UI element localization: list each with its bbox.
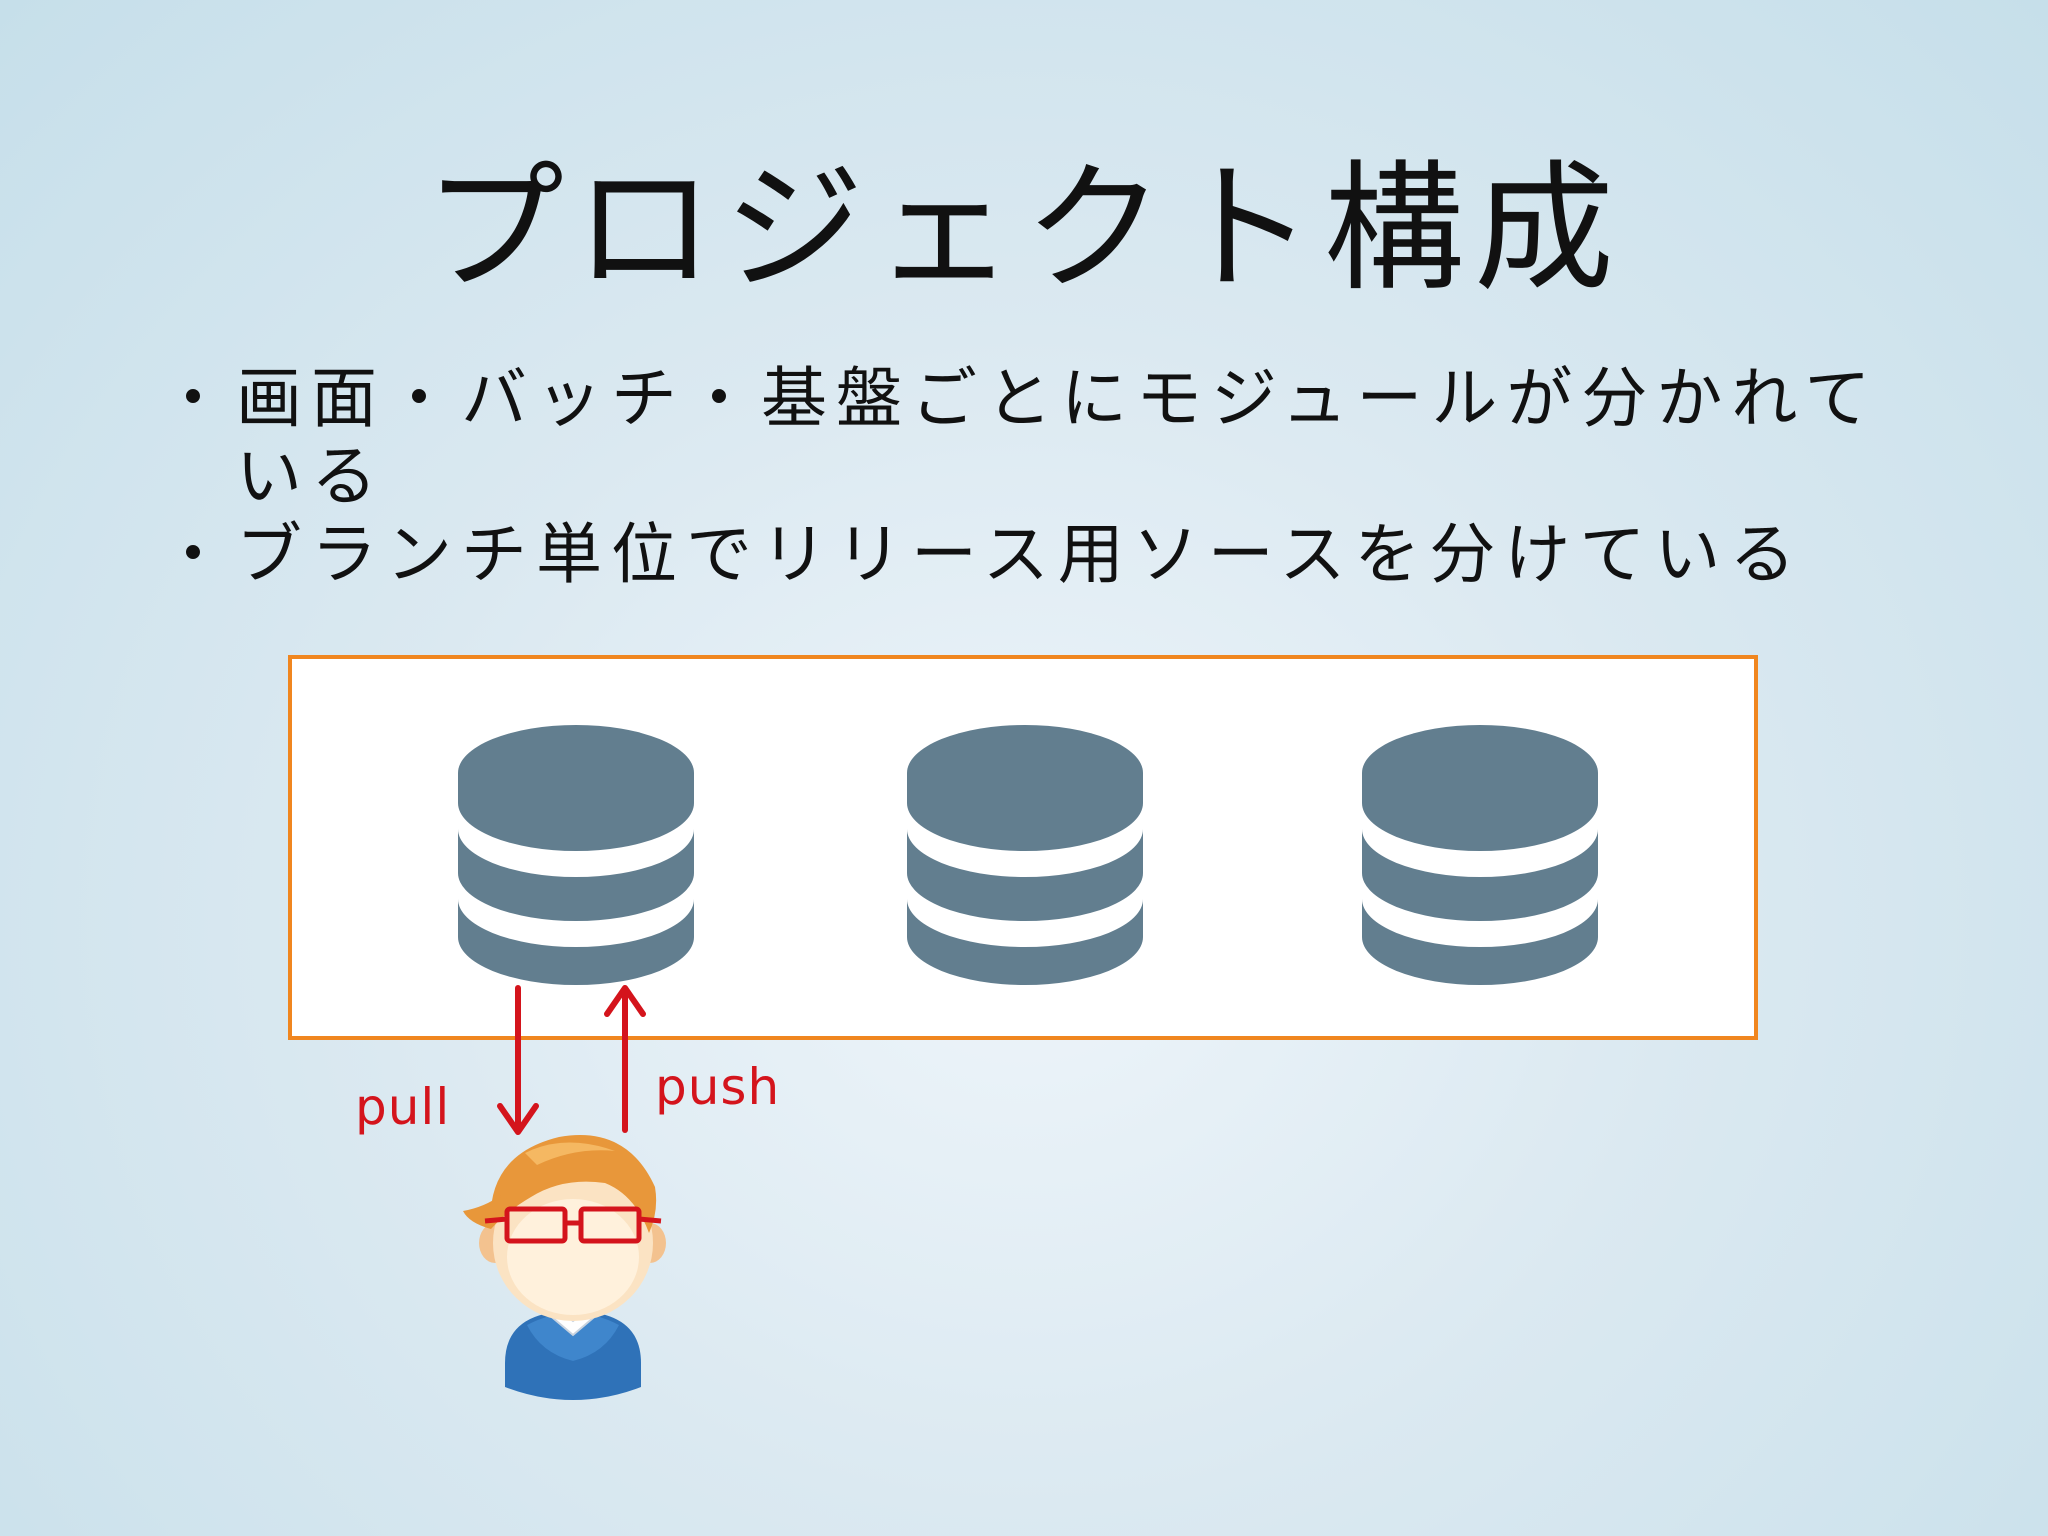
bullet-item: ・ ブランチ単位でリリース用ソースを分けている [160, 516, 1880, 594]
bullet-mark: ・ [160, 516, 235, 593]
database-icon [1362, 725, 1598, 985]
database-icon [907, 725, 1143, 985]
user-with-glasses-icon [463, 1135, 666, 1400]
bullet-text: ブランチ単位でリリース用ソースを分けている [236, 516, 1805, 593]
bullet-text: 画面・バッチ・基盤ごとにモジュールが分かれている [236, 360, 1880, 515]
slide-title: プロジェクト構成 [423, 148, 1624, 311]
push-label: push [655, 1058, 781, 1116]
bullet-list: ・ 画面・バッチ・基盤ごとにモジュールが分かれている ・ ブランチ単位でリリース… [160, 360, 1880, 594]
bullet-item: ・ 画面・バッチ・基盤ごとにモジュールが分かれている [160, 360, 1880, 516]
bullet-mark: ・ [160, 360, 235, 437]
database-icon [458, 725, 694, 985]
pull-label: pull [355, 1078, 451, 1136]
